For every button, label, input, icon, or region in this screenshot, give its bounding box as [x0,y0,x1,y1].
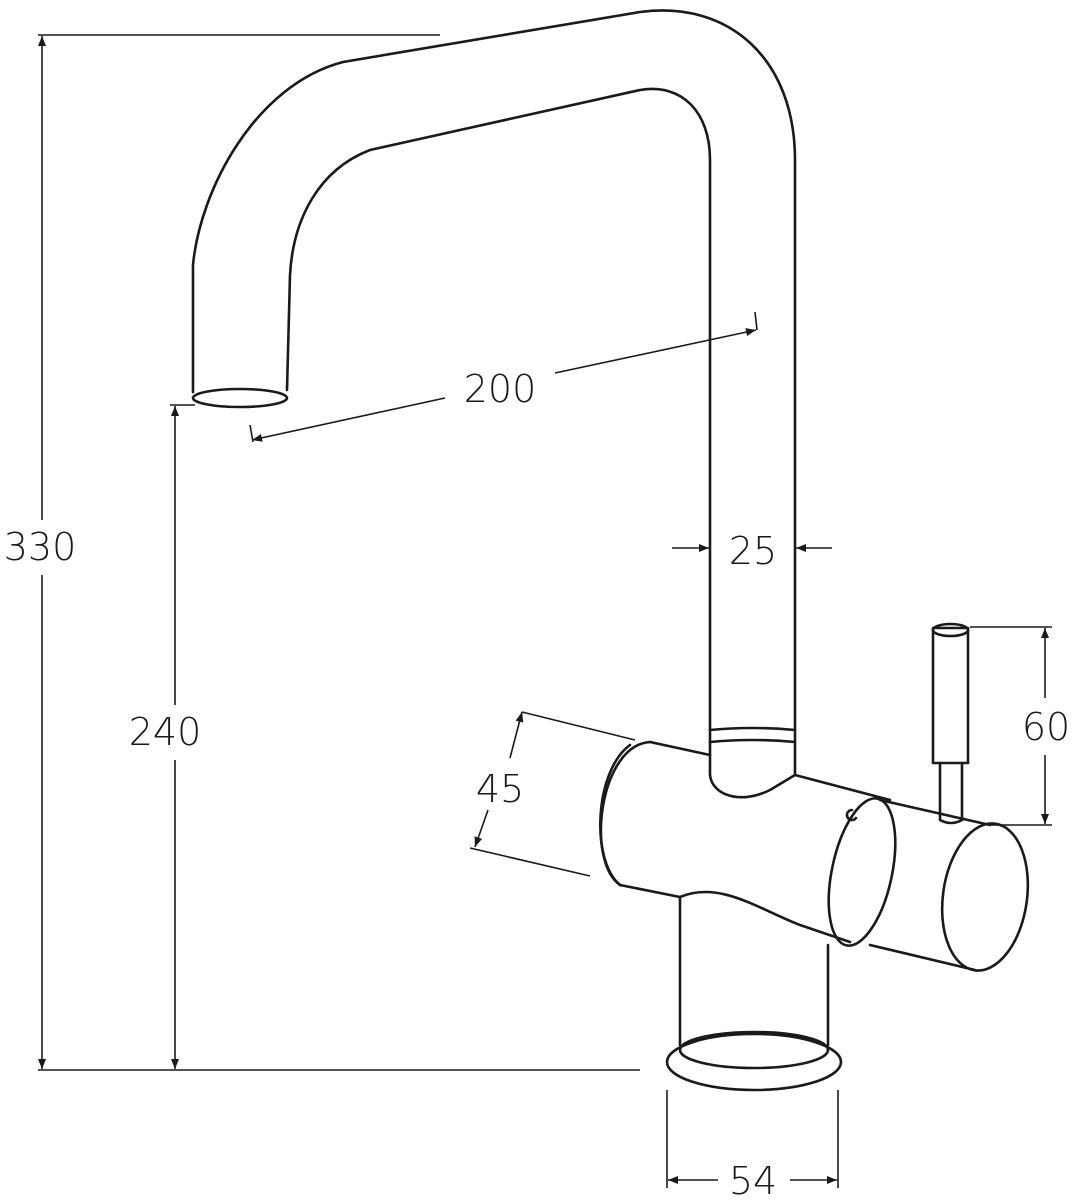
label-spout-reach: 200 [464,367,537,411]
body-cylinder [618,740,892,944]
spout-joint [708,773,797,799]
handle-cylinder [868,798,992,972]
spout-inner [285,87,712,777]
tap-outline [191,9,1030,1092]
label-spout-diameter: 25 [729,529,777,573]
spout-outer [191,9,797,777]
label-spout-height: 240 [129,710,202,754]
spout-collar [708,726,797,744]
handle-end [940,822,1030,972]
base-bottom [665,1032,843,1092]
handle-ring [827,797,897,947]
dimension-lines [38,34,1052,1188]
body-end-left-inner [599,743,632,887]
label-overall-height: 330 [4,525,77,569]
dimension-labels: 330 240 200 25 60 45 54 [4,367,1070,1200]
lever [931,622,970,825]
label-body-diameter: 45 [476,767,524,811]
label-base-diameter: 54 [729,1159,777,1200]
base-top [678,1030,830,1070]
body-end-left [599,740,652,887]
c-mark [845,808,858,822]
spout-outlet [191,387,289,409]
label-lever-length: 60 [1022,705,1070,749]
stem [678,895,830,1047]
